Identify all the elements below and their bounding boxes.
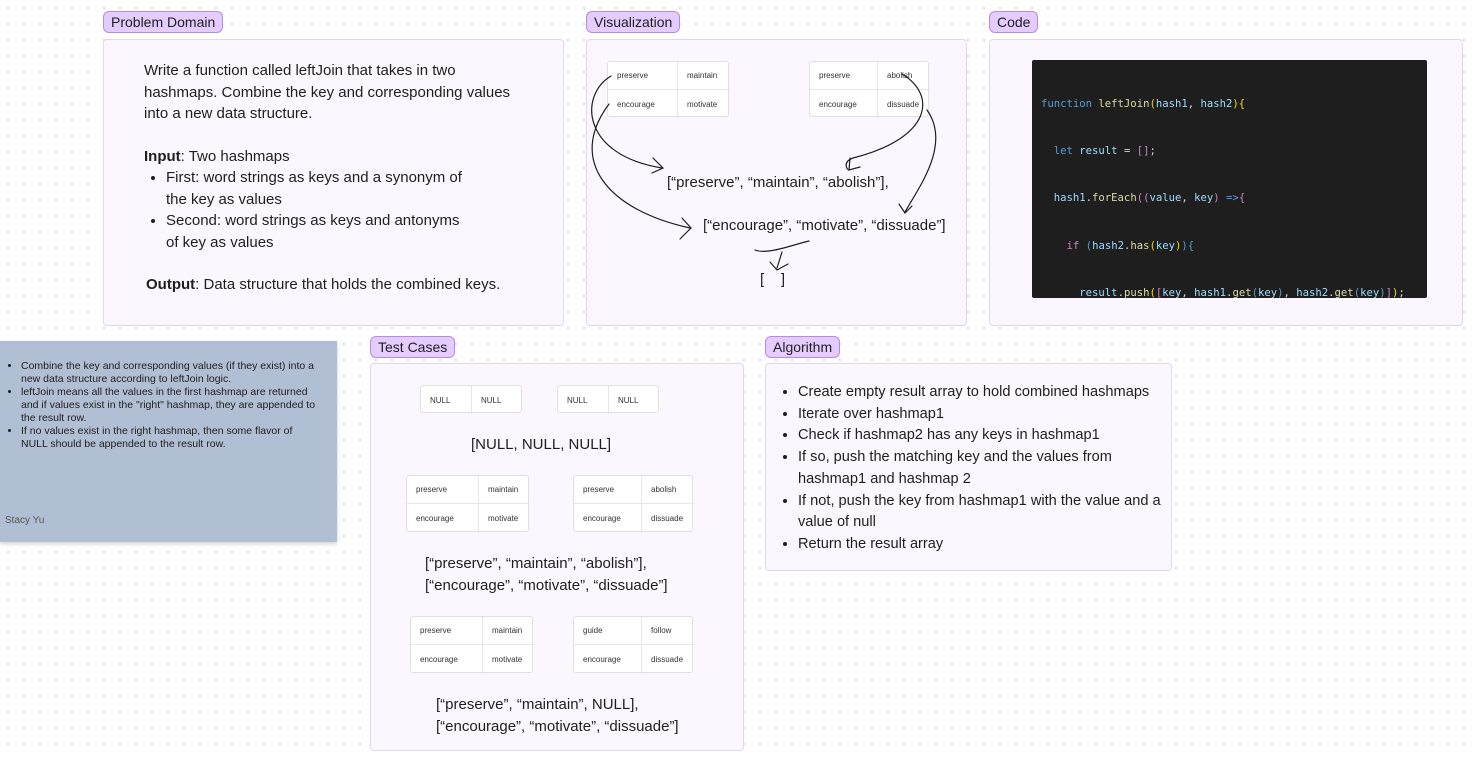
table-cell: dissuade (887, 99, 920, 109)
algorithm-step: Check if hashmap2 has any keys in hashma… (798, 425, 1170, 447)
table-cell: preserve (407, 476, 479, 504)
code-line: let result = []; (1053, 144, 1156, 157)
tc2-result: [“preserve”, “maintain”, “abolish”], [“e… (425, 553, 668, 596)
table-cell: follow (642, 617, 694, 645)
table-cell: NULL (421, 386, 472, 414)
code-line: result.push([key, hash1.get(key), hash2.… (1079, 287, 1405, 298)
sticky-item: If no values exist in the right hashmap,… (21, 425, 317, 451)
table-cell: dissuade (651, 655, 684, 664)
arrow-dissuade-head (898, 203, 913, 214)
problem-domain-frame[interactable]: Write a function called leftJoin that ta… (103, 39, 564, 326)
tc2-result-line: [“encourage”, “motivate”, “dissuade”] (425, 576, 668, 594)
code-line: function leftJoin(hash1, hash2){ (1041, 97, 1246, 110)
table-cell: abolish (642, 476, 694, 504)
test-cases-frame[interactable]: NULL NULL NULL NULL [NULL, NULL, NULL] p… (370, 363, 744, 751)
algorithm-label[interactable]: Algorithm (765, 336, 841, 358)
viz-table-right[interactable]: preserve abolish encourage dissuade (809, 61, 930, 118)
algorithm-step: If not, push the key from hashmap1 with … (798, 491, 1168, 534)
table-cell: dissuade (651, 514, 684, 523)
code-frame[interactable]: function leftJoin(hash1, hash2){ let res… (989, 39, 1463, 326)
arrow-preserve-left (591, 75, 663, 169)
algorithm-step: If so, push the matching key and the val… (798, 447, 1138, 490)
table-cell: encourage (608, 90, 678, 118)
table-cell: encourage (411, 645, 483, 674)
test-cases-label[interactable]: Test Cases (370, 336, 456, 358)
input-line: Input: Two hashmaps (144, 147, 290, 165)
sticky-list: Combine the key and corresponding values… (0, 341, 337, 451)
table-cell: maintain (479, 476, 530, 504)
sticky-item: leftJoin means all the values in the fir… (21, 386, 317, 425)
tc3-result-line: [“encourage”, “motivate”, “dissuade”] (436, 717, 679, 735)
algorithm-frame[interactable]: Create empty result array to hold combin… (765, 363, 1172, 571)
algorithm-step: Create empty result array to hold combin… (798, 382, 1170, 404)
algorithm-step: Return the result array (798, 534, 1170, 556)
arrow-abolish (845, 73, 924, 171)
visualization-frame[interactable]: preserve maintain encourage motivate pre… (586, 39, 967, 326)
visualization-label[interactable]: Visualization (586, 11, 681, 33)
arrow-result (754, 240, 810, 252)
tc2-result-line: [“preserve”, “maintain”, “abolish”], (425, 555, 647, 572)
table-cell: encourage (407, 504, 479, 533)
table-cell: preserve (608, 62, 678, 90)
tc3-table-right[interactable]: guide follow encourage dissuade (573, 616, 694, 674)
table-cell: encourage (574, 645, 642, 674)
input-item: Second: word strings as keys and antonym… (166, 210, 466, 253)
table-cell: motivate (492, 655, 523, 664)
table-cell: NULL (558, 386, 609, 414)
table-cell: maintain (483, 617, 534, 645)
table-cell: preserve (574, 476, 642, 504)
table-cell: abolish (878, 62, 930, 90)
viz-arrows (591, 73, 937, 271)
arrow-encourage-left-head (679, 217, 692, 240)
problem-domain-text: Write a function called leftJoin that ta… (144, 60, 524, 296)
arrow-dissuade (904, 109, 937, 213)
arrow-result-stem (776, 251, 783, 269)
table-cell: NULL (481, 395, 502, 405)
table-cell: maintain (678, 62, 730, 90)
code-line: hash1.forEach((value, key) =>{ (1053, 192, 1246, 205)
algorithm-step: Iterate over hashmap1 (798, 404, 1170, 426)
arrow-encourage-left (591, 103, 691, 229)
table-cell: encourage (574, 504, 642, 533)
table-cell: encourage (810, 90, 878, 118)
algorithm-list: Create empty result array to hold combin… (780, 382, 1170, 556)
viz-row-1: [“preserve”, “maintain”, “abolish”], (667, 174, 889, 191)
code-label[interactable]: Code (989, 11, 1039, 33)
arrow-abolish-head (848, 157, 861, 171)
problem-domain-label[interactable]: Problem Domain (103, 11, 224, 33)
tc1-table-right[interactable]: NULL NULL (557, 385, 659, 414)
sticky-author: Stacy Yu (5, 515, 45, 526)
viz-result: [ ] (760, 271, 786, 288)
table-cell: motivate (687, 99, 718, 109)
arrow-result-head (769, 261, 789, 271)
table-cell: preserve (810, 62, 878, 90)
table-cell: guide (574, 617, 642, 645)
problem-intro: Write a function called leftJoin that ta… (144, 62, 511, 122)
tc3-result-line: [“preserve”, “maintain”, NULL], (436, 696, 639, 713)
tc1-result: [NULL, NULL, NULL] (471, 436, 612, 453)
viz-table-left[interactable]: preserve maintain encourage motivate (607, 61, 730, 118)
tc2-table-right[interactable]: preserve abolish encourage dissuade (573, 475, 694, 533)
sticky-note[interactable]: Combine the key and corresponding values… (0, 341, 337, 542)
input-item: First: word strings as keys and a synony… (166, 167, 466, 210)
tc2-table-left[interactable]: preserve maintain encourage motivate (406, 475, 530, 533)
code-line: if (hash2.has(key)){ (1066, 239, 1195, 252)
viz-row-2: [“encourage”, “motivate”, “dissuade”] (703, 217, 946, 234)
sticky-item: Combine the key and corresponding values… (21, 360, 317, 386)
tc1-table-left[interactable]: NULL NULL (420, 385, 522, 414)
output-line: Output: Data structure that holds the co… (146, 276, 501, 293)
tc3-table-left[interactable]: preserve maintain encourage motivate (410, 616, 534, 674)
table-cell: NULL (618, 395, 639, 405)
input-list: First: word strings as keys and a synony… (144, 167, 524, 253)
arrow-preserve-left-head (651, 157, 665, 174)
table-cell: preserve (411, 617, 483, 645)
code-block[interactable]: function leftJoin(hash1, hash2){ let res… (1032, 60, 1427, 298)
table-cell: motivate (488, 514, 519, 523)
tc3-result: [“preserve”, “maintain”, NULL], [“encour… (436, 694, 679, 737)
